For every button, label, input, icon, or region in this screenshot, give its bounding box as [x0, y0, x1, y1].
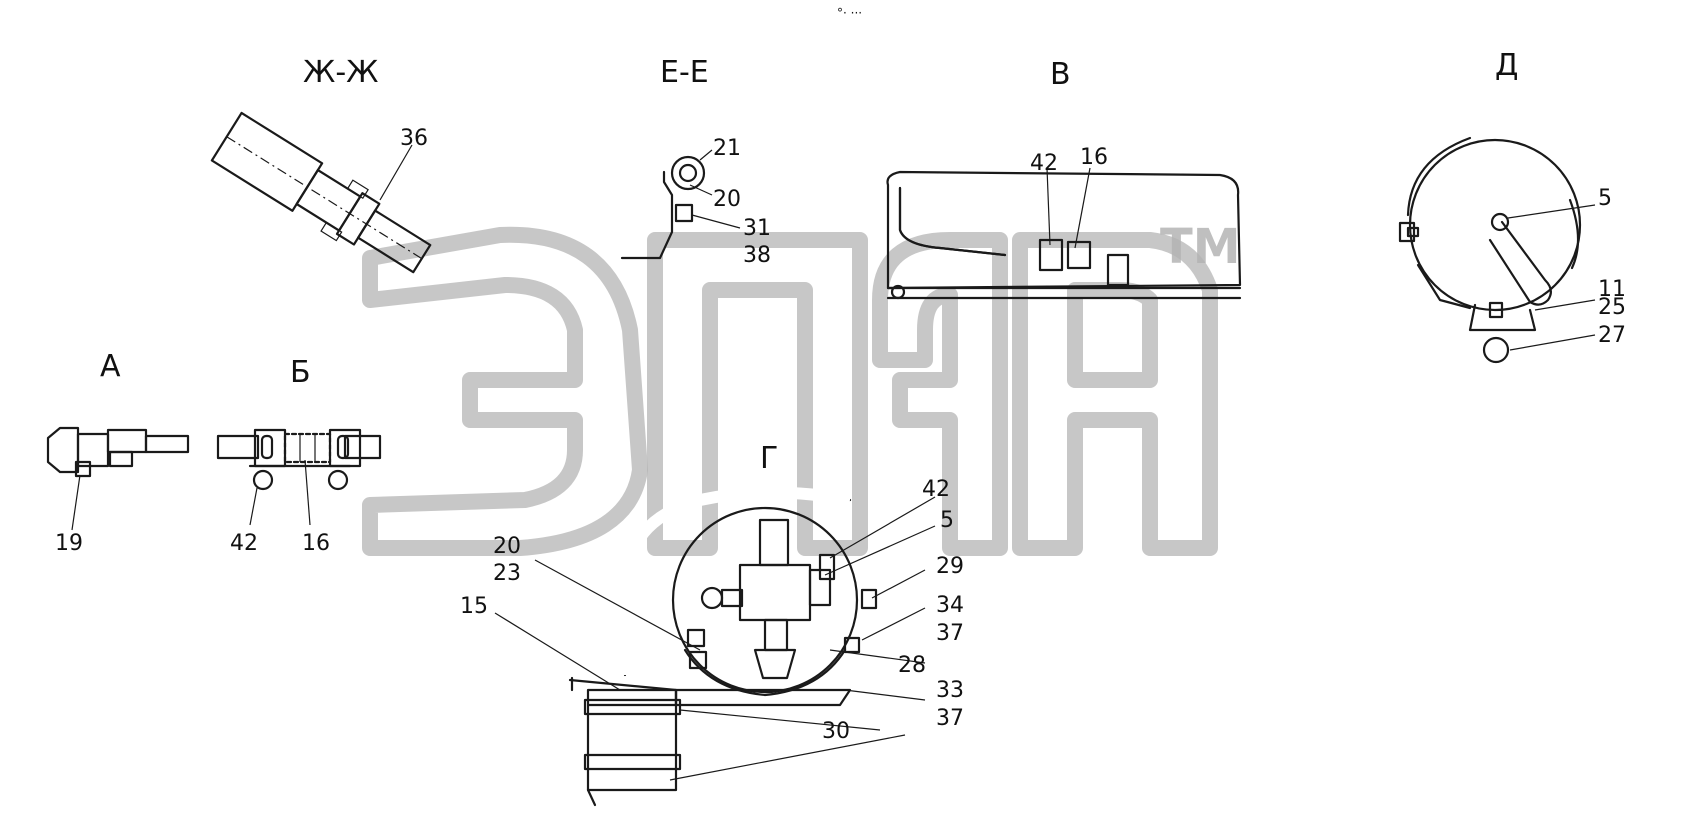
callout-g-5: 5	[940, 508, 954, 533]
view-v: В 42 16	[886, 57, 1242, 300]
view-e-e: Е-Е 21 20 31 38	[620, 55, 771, 268]
view-title-b: Б	[290, 355, 311, 390]
callout-g-23: 23	[493, 561, 521, 586]
callout-g-42: 42	[922, 477, 950, 502]
callout-d-25: 25	[1598, 295, 1626, 320]
callout-g-30: 30	[822, 719, 850, 744]
view-g: Г	[460, 441, 964, 807]
view-title-g: Г	[760, 441, 778, 476]
view-zh-zh: Ж-Ж 36	[210, 55, 432, 274]
callout-g-20: 20	[493, 534, 521, 559]
callout-b-42: 42	[230, 531, 258, 556]
header-mark: °· ···	[837, 6, 862, 20]
watermark-text: ТМ	[1160, 219, 1241, 275]
view-title-e-e: Е-Е	[660, 55, 709, 90]
callout-g-28: 28	[898, 653, 926, 678]
callout-v-42: 42	[1030, 151, 1058, 176]
view-title-v: В	[1050, 57, 1071, 92]
view-title-zh-zh: Ж-Ж	[303, 55, 378, 90]
view-d: Д 5 11 25 27	[1398, 48, 1626, 364]
view-b: Б 42 16	[216, 355, 382, 556]
watermark-logo: ТМ	[362, 219, 1241, 556]
callout-g-33: 33	[936, 678, 964, 703]
callout-zh-zh-36: 36	[400, 126, 428, 151]
view-title-a: А	[100, 349, 121, 384]
callout-d-27: 27	[1598, 323, 1626, 348]
view-title-d: Д	[1495, 48, 1518, 83]
callout-g-37a: 37	[936, 621, 964, 646]
callout-g-29: 29	[936, 554, 964, 579]
callout-e-e-20: 20	[713, 187, 741, 212]
callout-d-5: 5	[1598, 186, 1612, 211]
callout-g-37b: 37	[936, 706, 964, 731]
callout-g-15: 15	[460, 594, 488, 619]
callout-e-e-38: 38	[743, 243, 771, 268]
view-a: А 19	[46, 349, 190, 556]
callout-d-11: 11	[1598, 277, 1626, 302]
callout-a-19: 19	[55, 531, 83, 556]
callout-g-34: 34	[936, 593, 964, 618]
callout-e-e-31: 31	[743, 216, 771, 241]
callout-b-16: 16	[302, 531, 330, 556]
callout-v-16: 16	[1080, 145, 1108, 170]
callout-e-e-21: 21	[713, 136, 741, 161]
